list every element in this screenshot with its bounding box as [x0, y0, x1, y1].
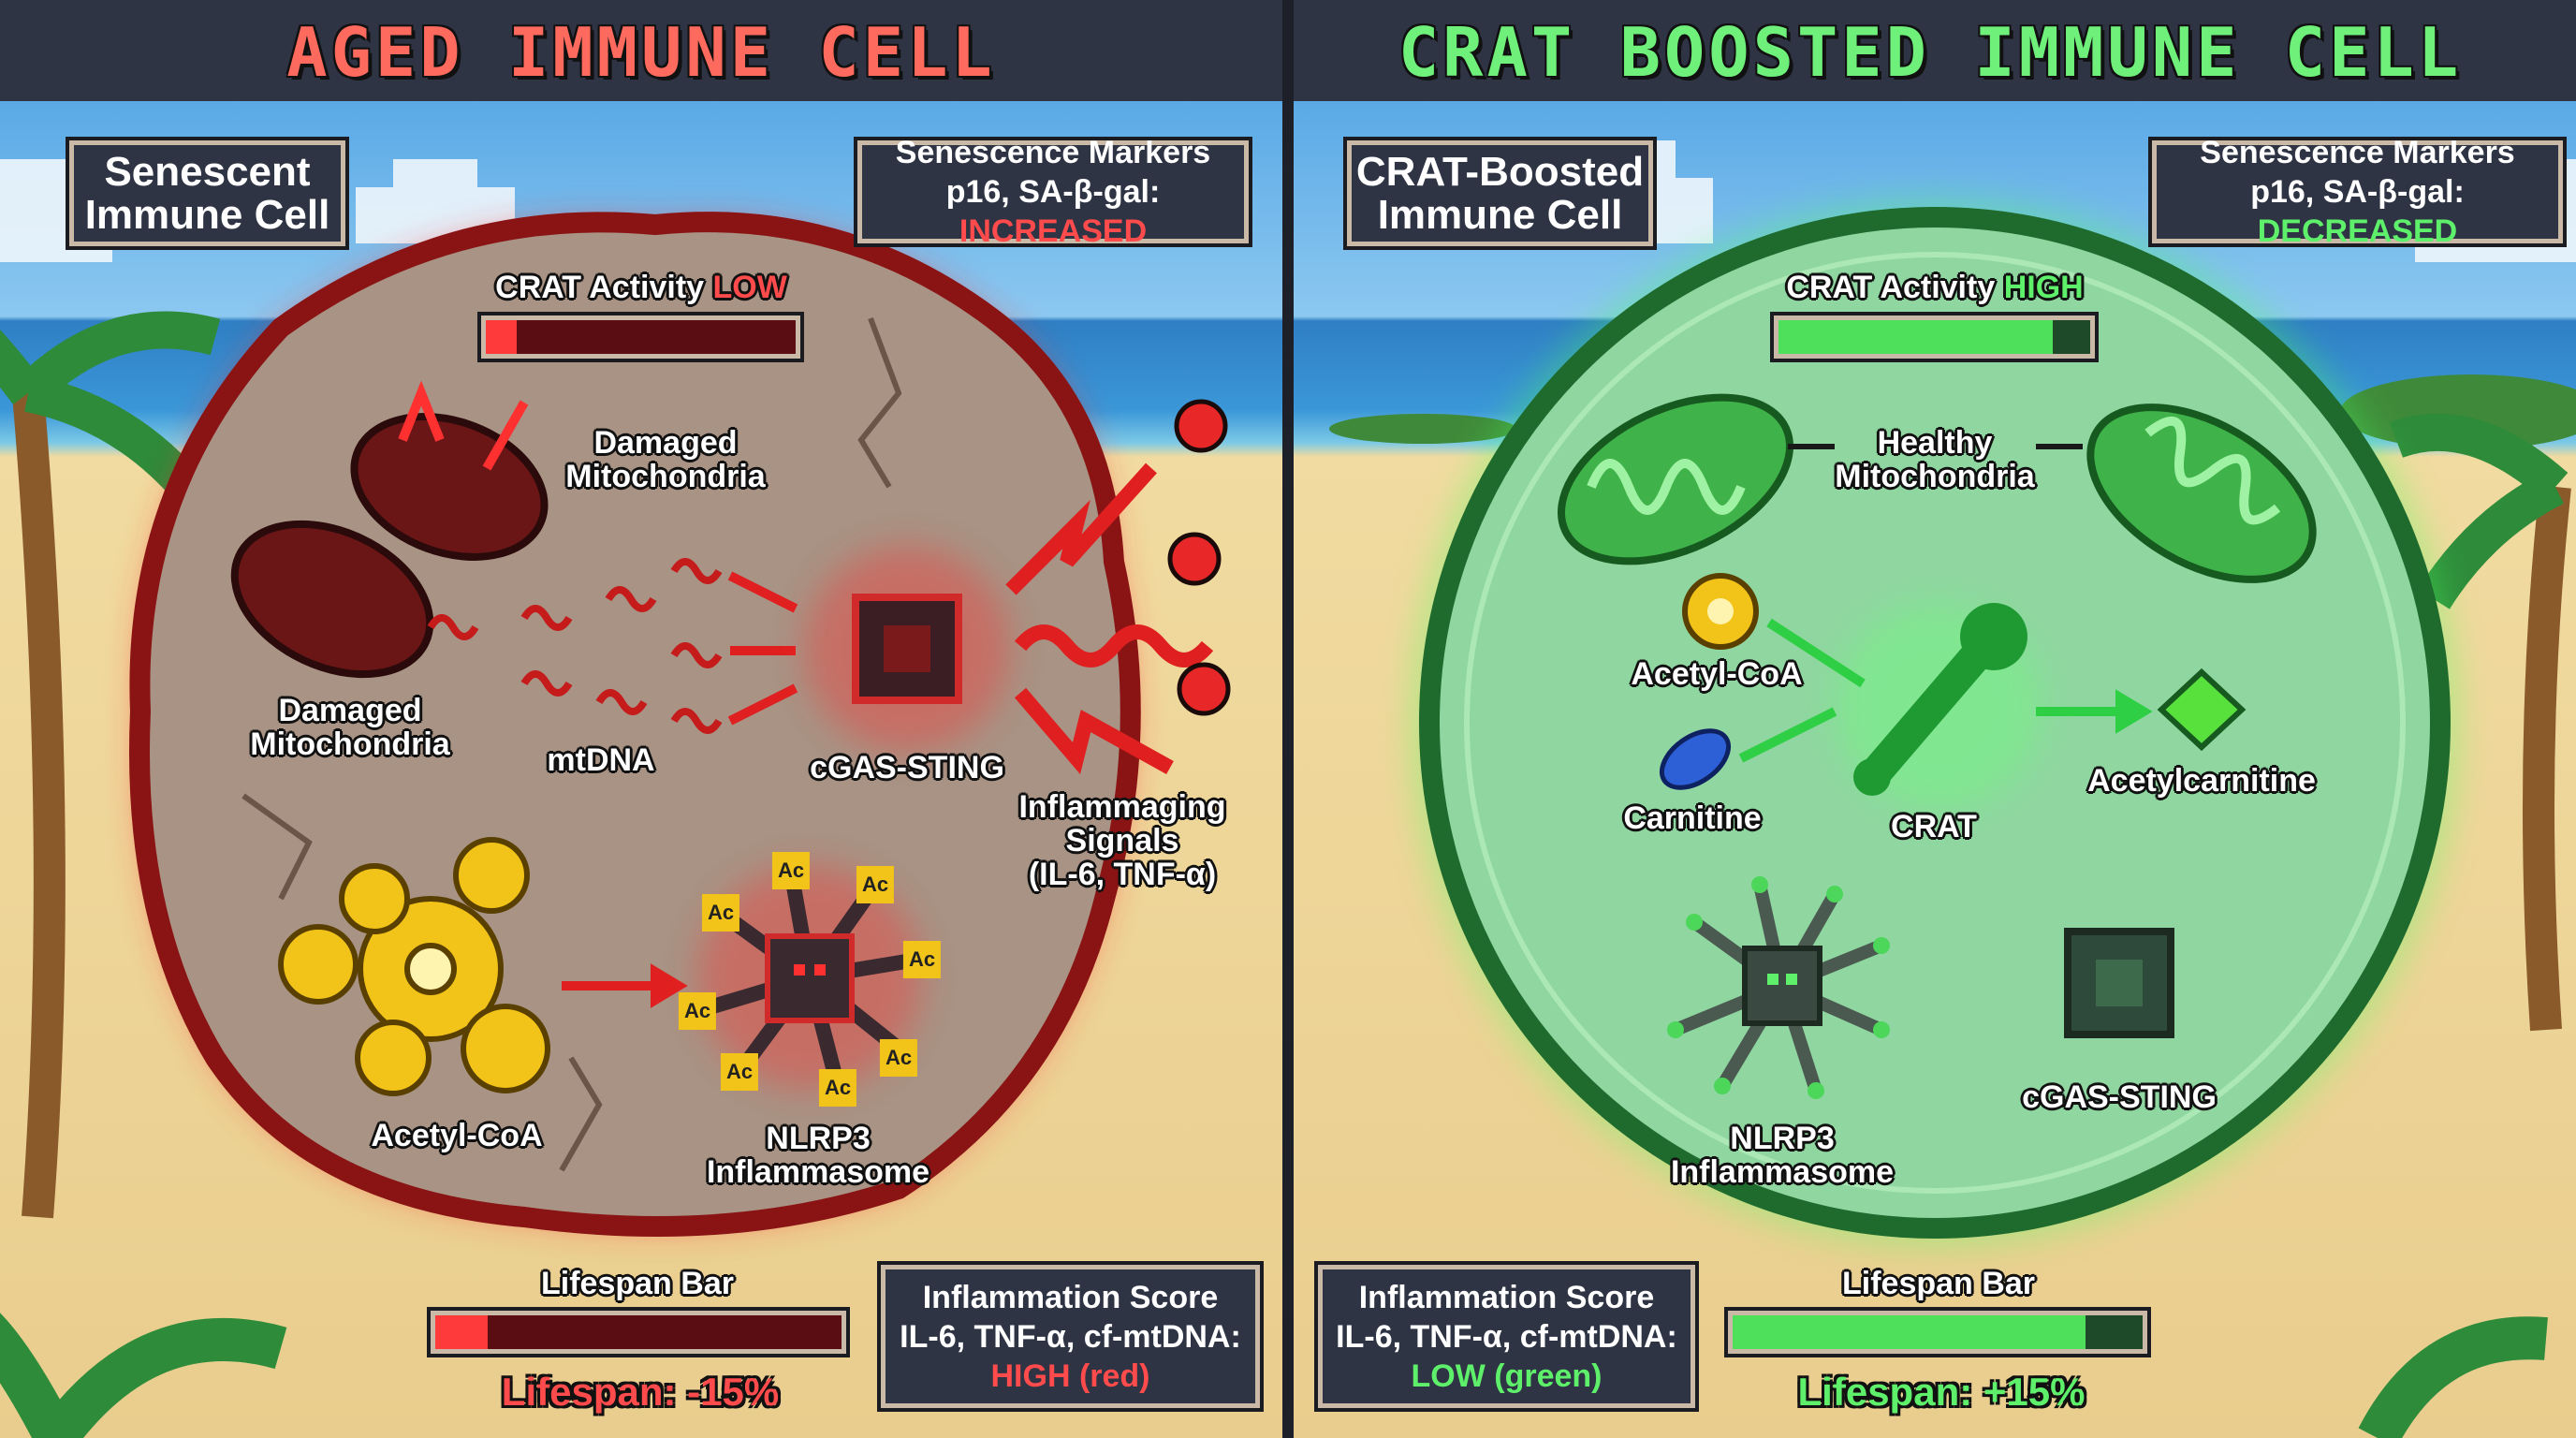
arrow-icon	[562, 571, 798, 1008]
healthy-mitochondria-icon	[1557, 393, 2317, 583]
right-title: CRAT BOOSTED IMMUNE CELL	[1398, 13, 2463, 92]
markers-status: INCREASED	[959, 213, 1148, 249]
inflammaging-signal-icon	[1005, 462, 1214, 774]
acetyl-coa-gear-icon	[1682, 573, 1759, 650]
crat-label: CRAT	[1891, 809, 1977, 844]
nlrp3-inflammasome-icon	[1667, 876, 1890, 1099]
panel-divider	[1282, 0, 1294, 1438]
cell-crack-lines	[242, 316, 902, 1172]
left-header: AGED IMMUNE CELL	[0, 0, 1282, 101]
cgas-sting-label: cGAS-STING	[2022, 1079, 2217, 1115]
ac-badge: Ac	[902, 941, 942, 978]
inflammation-heading: Inflammation Score	[1358, 1279, 1655, 1315]
cell-label-line1: Senescent	[104, 148, 311, 195]
crat-activity-label: CRAT Activity HIGH	[1786, 270, 2084, 305]
markers-prefix: p16, SA-β-gal:	[945, 174, 1161, 210]
acetylcarnitine-gem-icon	[2157, 668, 2247, 752]
inflammation-score-box: Inflammation Score IL-6, TNF-α, cf-mtDNA…	[877, 1261, 1264, 1412]
crat-wrench-icon	[1836, 603, 2042, 810]
acetyl-coa-label: Acetyl-CoA	[371, 1118, 543, 1153]
carnitine-pill-icon	[1659, 728, 1732, 790]
lifespan-value: Lifespan: +15%	[1797, 1370, 2086, 1414]
palm-tree-icon	[0, 311, 2571, 1438]
ac-badge: Ac	[720, 1053, 759, 1091]
lifespan-bar-label: Lifespan Bar	[1842, 1266, 2035, 1301]
lifespan-bar-label: Lifespan Bar	[541, 1266, 734, 1301]
crat-activity-bar	[1770, 312, 2099, 362]
inflammation-status: LOW (green)	[1411, 1357, 1603, 1394]
lifespan-value: Lifespan: -15%	[501, 1370, 780, 1414]
inflammation-score-box: Inflammation Score IL-6, TNF-α, cf-mtDNA…	[1314, 1261, 1699, 1412]
senescence-markers-box: Senescence Markers p16, SA-β-gal: DECREA…	[2148, 135, 2567, 249]
inflammation-markers: IL-6, TNF-α, cf-mtDNA:	[1336, 1318, 1677, 1355]
lifespan-bar	[1724, 1307, 2151, 1357]
ac-badge: Ac	[771, 852, 811, 889]
acetylcarnitine-label: Acetylcarnitine	[2087, 763, 2316, 799]
ac-badge: Ac	[678, 992, 717, 1030]
inflammation-heading: Inflammation Score	[922, 1279, 1219, 1315]
cell-label-line1: CRAT-Boosted	[1355, 148, 1645, 195]
mtdna-fragments-icon	[427, 558, 723, 734]
crat-activity-bar	[477, 312, 804, 362]
senescent-cell-label-box: Senescent Immune Cell	[66, 137, 349, 250]
inflammation-markers: IL-6, TNF-α, cf-mtDNA:	[900, 1318, 1241, 1355]
cgas-sting-chip-icon	[804, 546, 1010, 752]
cell-label-line2: Immune Cell	[1377, 191, 1623, 238]
cgas-sting-chip-icon	[2064, 928, 2174, 1038]
skull-icon	[1167, 399, 1231, 716]
senescence-markers-box: Senescence Markers p16, SA-β-gal: INCREA…	[854, 135, 1252, 249]
markers-heading: Senescence Markers	[2200, 135, 2515, 170]
damaged-mitochondria-icon	[230, 380, 549, 679]
ac-badge: Ac	[818, 1069, 857, 1107]
inflammation-status: HIGH (red)	[990, 1357, 1150, 1394]
mtdna-label: mtDNA	[547, 742, 655, 778]
carnitine-label: Carnitine	[1623, 800, 1762, 836]
cell-label-line2: Immune Cell	[84, 191, 330, 238]
ac-badge: Ac	[701, 894, 740, 932]
crat-activity-label: CRAT Activity LOW	[495, 270, 787, 305]
markers-prefix: p16, SA-β-gal:	[2250, 174, 2465, 210]
acetyl-coa-gears-icon	[278, 837, 550, 1096]
acetyl-coa-label: Acetyl-CoA	[1631, 656, 1803, 692]
markers-heading: Senescence Markers	[895, 135, 1211, 170]
ac-badge: Ac	[856, 866, 895, 903]
cgas-sting-label: cGAS-STING	[810, 750, 1004, 785]
arrow-icon	[1738, 618, 2153, 763]
crat-boosted-cell-label-box: CRAT-Boosted Immune Cell	[1343, 137, 1657, 250]
right-header: CRAT BOOSTED IMMUNE CELL	[1294, 0, 2576, 101]
left-title: AGED IMMUNE CELL	[286, 13, 996, 92]
markers-status: DECREASED	[2257, 213, 2458, 249]
lifespan-bar	[427, 1307, 850, 1357]
ac-badge: Ac	[879, 1039, 918, 1077]
nlrp3-inflammasome-icon	[695, 865, 922, 1090]
